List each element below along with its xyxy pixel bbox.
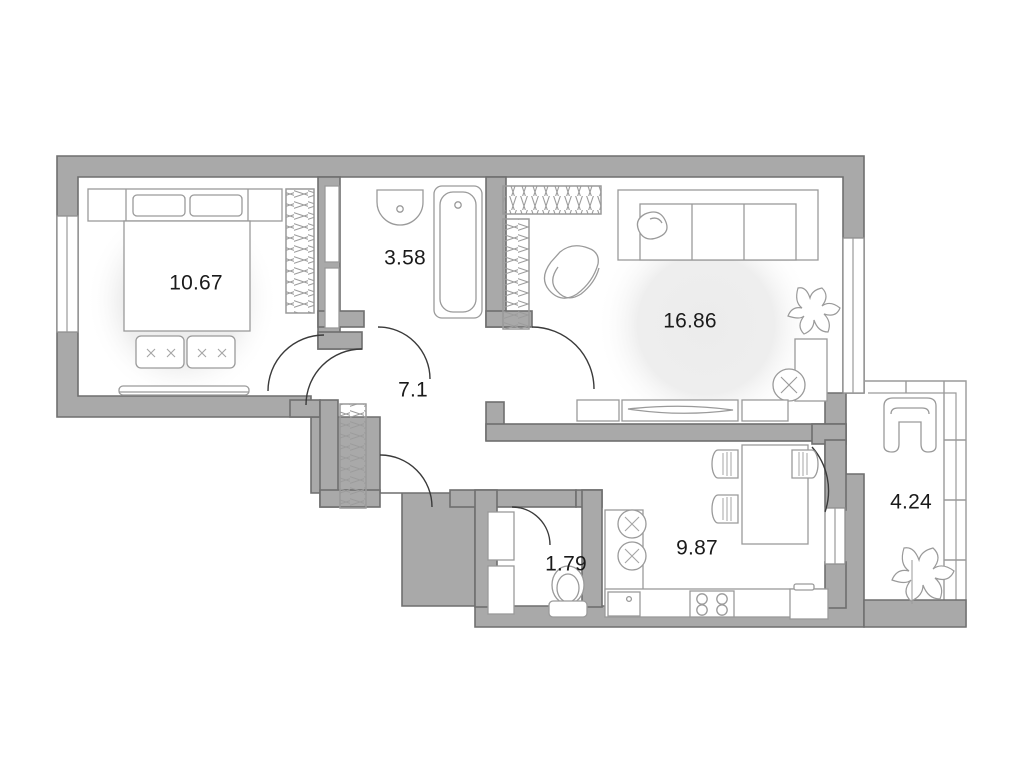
hall-archways bbox=[267, 334, 325, 392]
door-kitchen-hall bbox=[379, 454, 433, 508]
wall-toilet-north bbox=[449, 489, 577, 508]
balcony-furniture bbox=[883, 397, 955, 604]
plant-living bbox=[787, 287, 841, 335]
niche-lower bbox=[324, 267, 340, 329]
bedroom-furniture bbox=[87, 188, 315, 396]
balcony-structure bbox=[863, 380, 967, 628]
room-area-kitchen: 9.87 bbox=[676, 537, 718, 560]
cushion bbox=[636, 211, 668, 240]
wall-toilet-east bbox=[581, 489, 603, 608]
wall-bedroom-bath-foot bbox=[317, 331, 363, 350]
arch-left bbox=[267, 334, 325, 392]
door-living bbox=[531, 326, 595, 390]
door-bedroom bbox=[305, 348, 363, 406]
kitchen-knobs bbox=[617, 509, 647, 571]
refrigerator bbox=[789, 588, 829, 620]
sink-drain bbox=[396, 205, 404, 213]
nightstand-right bbox=[186, 335, 236, 369]
tv-stand-left bbox=[576, 399, 620, 422]
dining-chair-bl bbox=[711, 494, 739, 524]
bed-pillow-right bbox=[189, 194, 243, 217]
plant-balcony bbox=[891, 547, 955, 604]
doors bbox=[305, 326, 830, 546]
living-furniture bbox=[502, 185, 841, 422]
dining-chair-tr bbox=[791, 449, 819, 479]
room-area-hall: 7.1 bbox=[398, 379, 428, 402]
furniture bbox=[87, 185, 955, 620]
window-bedroom-west bbox=[56, 215, 79, 333]
hall-furniture bbox=[339, 403, 367, 509]
wall-living-south-run bbox=[485, 423, 847, 442]
dining-chair-tl bbox=[711, 449, 739, 479]
window-living-east bbox=[842, 237, 865, 394]
door-balcony bbox=[811, 446, 830, 513]
wall-hall-south-left bbox=[289, 399, 321, 418]
window-kitchen-east bbox=[824, 507, 846, 565]
double-bed bbox=[123, 220, 251, 332]
television bbox=[627, 405, 734, 414]
windows bbox=[56, 215, 865, 565]
bathtub-drain bbox=[454, 201, 462, 209]
wardrobe-hall bbox=[339, 403, 367, 509]
room-area-bathroom: 3.58 bbox=[384, 247, 426, 270]
area-labels: 10.67 3.58 16.86 7.1 9.87 1.79 4.24 bbox=[169, 247, 932, 576]
cooktop bbox=[689, 590, 735, 618]
bathroom-furniture bbox=[324, 185, 483, 329]
room-area-balcony: 4.24 bbox=[890, 491, 932, 514]
bench bbox=[118, 385, 250, 396]
room-area-living: 16.86 bbox=[663, 310, 717, 333]
bed-pillow-left bbox=[132, 194, 186, 217]
kitchen-furniture bbox=[604, 444, 829, 620]
toilet-furniture bbox=[487, 511, 588, 618]
room-area-toilet: 1.79 bbox=[545, 553, 587, 576]
kitchen-sink bbox=[607, 591, 641, 617]
nightstand-left bbox=[135, 335, 185, 369]
niche-upper bbox=[324, 185, 340, 263]
armchair bbox=[543, 245, 599, 299]
toilet-cistern bbox=[548, 600, 588, 618]
door-bathroom bbox=[377, 326, 431, 380]
cooktop-burners bbox=[696, 593, 728, 616]
storage-niche-upper bbox=[487, 511, 515, 561]
storage-niche-lower bbox=[487, 565, 515, 615]
wardrobe-living bbox=[502, 218, 530, 330]
balcony-chair bbox=[883, 397, 937, 453]
door-toilet-arc bbox=[511, 506, 551, 546]
wardrobe-bedroom bbox=[285, 188, 315, 314]
bookshelf bbox=[502, 185, 602, 215]
tv-stand-right bbox=[741, 399, 789, 422]
glow-living bbox=[596, 213, 816, 437]
room-area-bedroom: 10.67 bbox=[169, 272, 223, 295]
bathtub-inner bbox=[439, 191, 477, 313]
